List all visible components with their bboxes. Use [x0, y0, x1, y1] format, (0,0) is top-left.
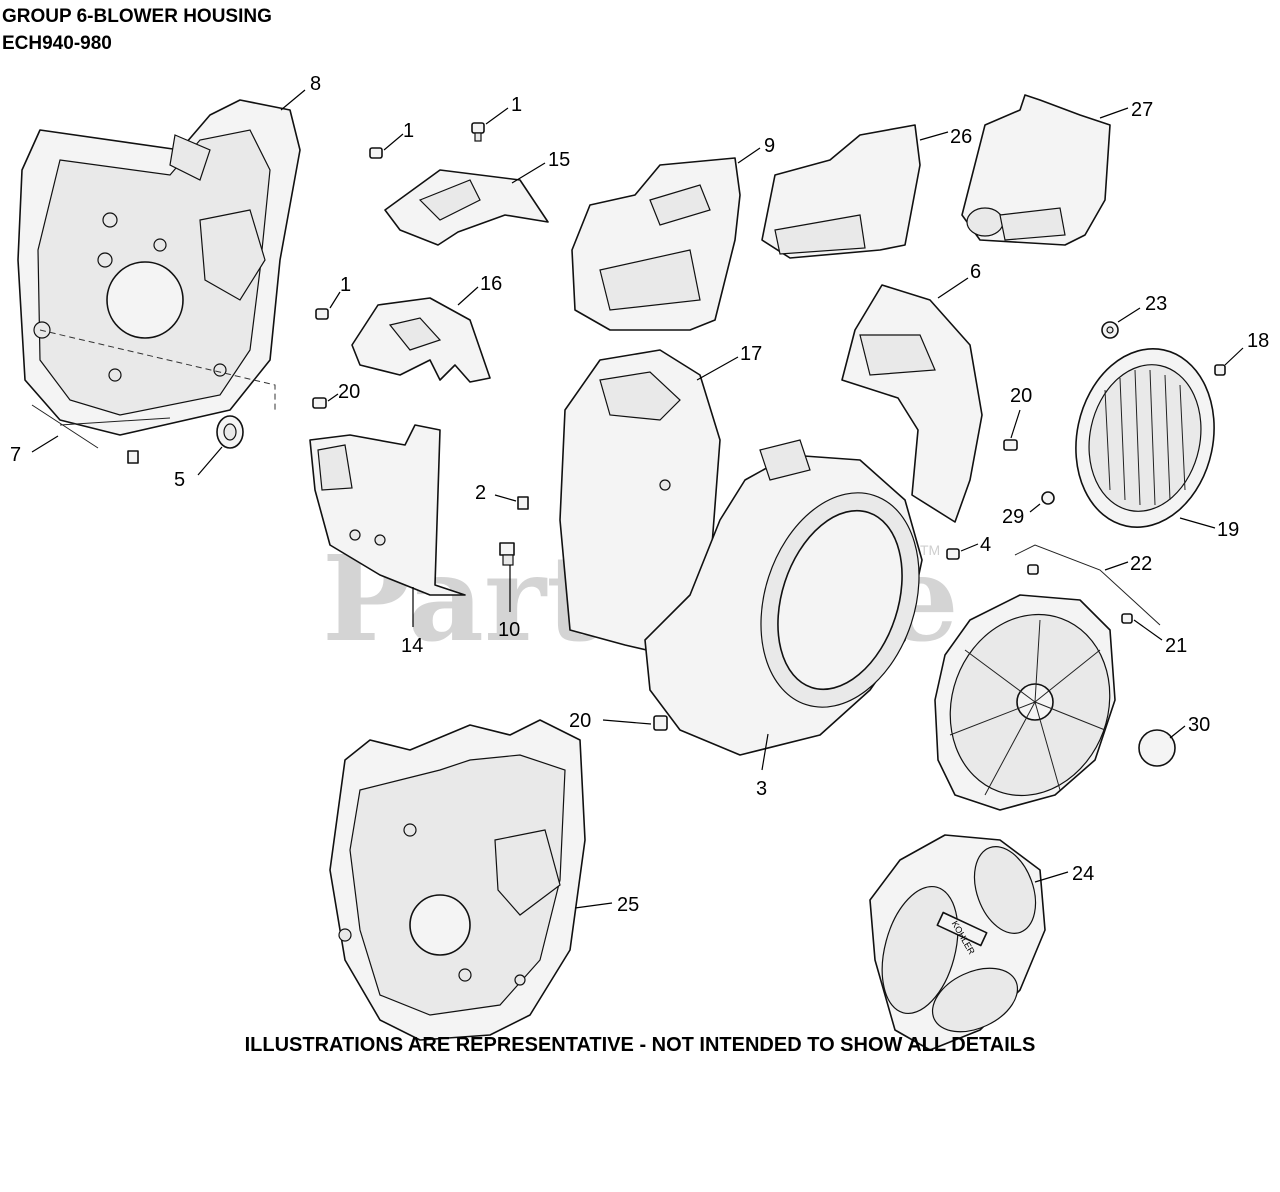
callout-18: 18 [1247, 330, 1269, 352]
callout-17: 17 [740, 343, 762, 365]
part-7-kit-bracket [31, 404, 171, 453]
callout-24: 24 [1072, 863, 1094, 885]
callout-4: 4 [980, 534, 991, 556]
part-4-screw[interactable] [946, 548, 960, 560]
callout-10: 10 [498, 619, 520, 641]
callout-7: 7 [10, 444, 21, 466]
disclaimer-footer: ILLUSTRATIONS ARE REPRESENTATIVE - NOT I… [244, 1034, 1036, 1056]
part-22-screw[interactable] [1027, 564, 1039, 575]
part-21-screw[interactable] [1121, 613, 1133, 624]
part-20-screw-c[interactable] [653, 715, 668, 731]
part-15-small-baffle[interactable] [384, 169, 549, 246]
part-22-kit-bracket [1014, 544, 1161, 626]
part-10-spacer[interactable] [499, 542, 515, 566]
part-9-cylinder-shroud[interactable] [571, 157, 741, 331]
part-18-screw[interactable] [1214, 364, 1226, 376]
callout-20b: 20 [1010, 385, 1032, 407]
part-29-nut[interactable] [1041, 491, 1055, 505]
callout-25: 25 [617, 894, 639, 916]
callout-20c: 20 [569, 710, 591, 732]
callout-16: 16 [480, 273, 502, 295]
part-8-baffle-plate[interactable] [17, 99, 301, 436]
part-1-screw-a[interactable] [369, 147, 383, 159]
part-20-screw-a[interactable] [312, 397, 327, 409]
callout-1a: 1 [403, 120, 414, 142]
part-6-side-shroud[interactable] [841, 284, 983, 523]
callout-8: 8 [310, 73, 321, 95]
fan-guard-grille[interactable] [925, 592, 1135, 818]
part-1-screw-c[interactable] [315, 308, 329, 320]
part-24-debris-screen[interactable]: KOHLER [869, 834, 1046, 1051]
callout-21: 21 [1165, 635, 1187, 657]
callout-27: 27 [1131, 99, 1153, 121]
callout-23: 23 [1145, 293, 1167, 315]
callout-29: 29 [1002, 506, 1024, 528]
part-26-cylinder-shroud[interactable] [761, 124, 921, 259]
part-17-blower-cover[interactable] [559, 349, 721, 661]
part-30-decal[interactable] [1138, 729, 1176, 767]
part-3-blower-housing[interactable] [644, 439, 945, 756]
leader-5 [197, 446, 223, 476]
part-5-grommet[interactable] [216, 415, 244, 449]
part-19-rotating-screen[interactable] [1060, 336, 1230, 540]
callout-1b: 1 [511, 94, 522, 116]
callout-30: 30 [1188, 714, 1210, 736]
callout-26: 26 [950, 126, 972, 148]
leader-8 [280, 89, 306, 111]
page-title: GROUP 6-BLOWER HOUSING [2, 6, 272, 27]
part-25-baffle-plate[interactable] [329, 719, 586, 1041]
part-1-screw-b[interactable] [471, 122, 485, 142]
part-2-clip-nut[interactable] [517, 496, 529, 510]
part-7-clip[interactable] [127, 450, 139, 464]
callout-20a: 20 [338, 381, 360, 403]
model-subtitle: ECH940-980 [2, 33, 112, 54]
callout-15: 15 [548, 149, 570, 171]
callout-2: 2 [475, 482, 486, 504]
callout-1c: 1 [340, 274, 351, 296]
watermark-trademark: TM [920, 542, 940, 558]
callout-3: 3 [756, 778, 767, 800]
part-20-screw-b[interactable] [1003, 439, 1018, 451]
part-27-cylinder-shroud[interactable] [961, 94, 1111, 246]
callout-9: 9 [764, 135, 775, 157]
callout-19: 19 [1217, 519, 1239, 541]
part-14-lower-baffle[interactable] [309, 424, 466, 596]
callout-5: 5 [174, 469, 185, 491]
part-8-dashed-guide [39, 329, 276, 412]
callout-6: 6 [970, 261, 981, 283]
callout-22: 22 [1130, 553, 1152, 575]
part-23-nut[interactable] [1101, 321, 1119, 339]
callout-14: 14 [401, 635, 423, 657]
part-16-baffle[interactable] [351, 297, 491, 383]
